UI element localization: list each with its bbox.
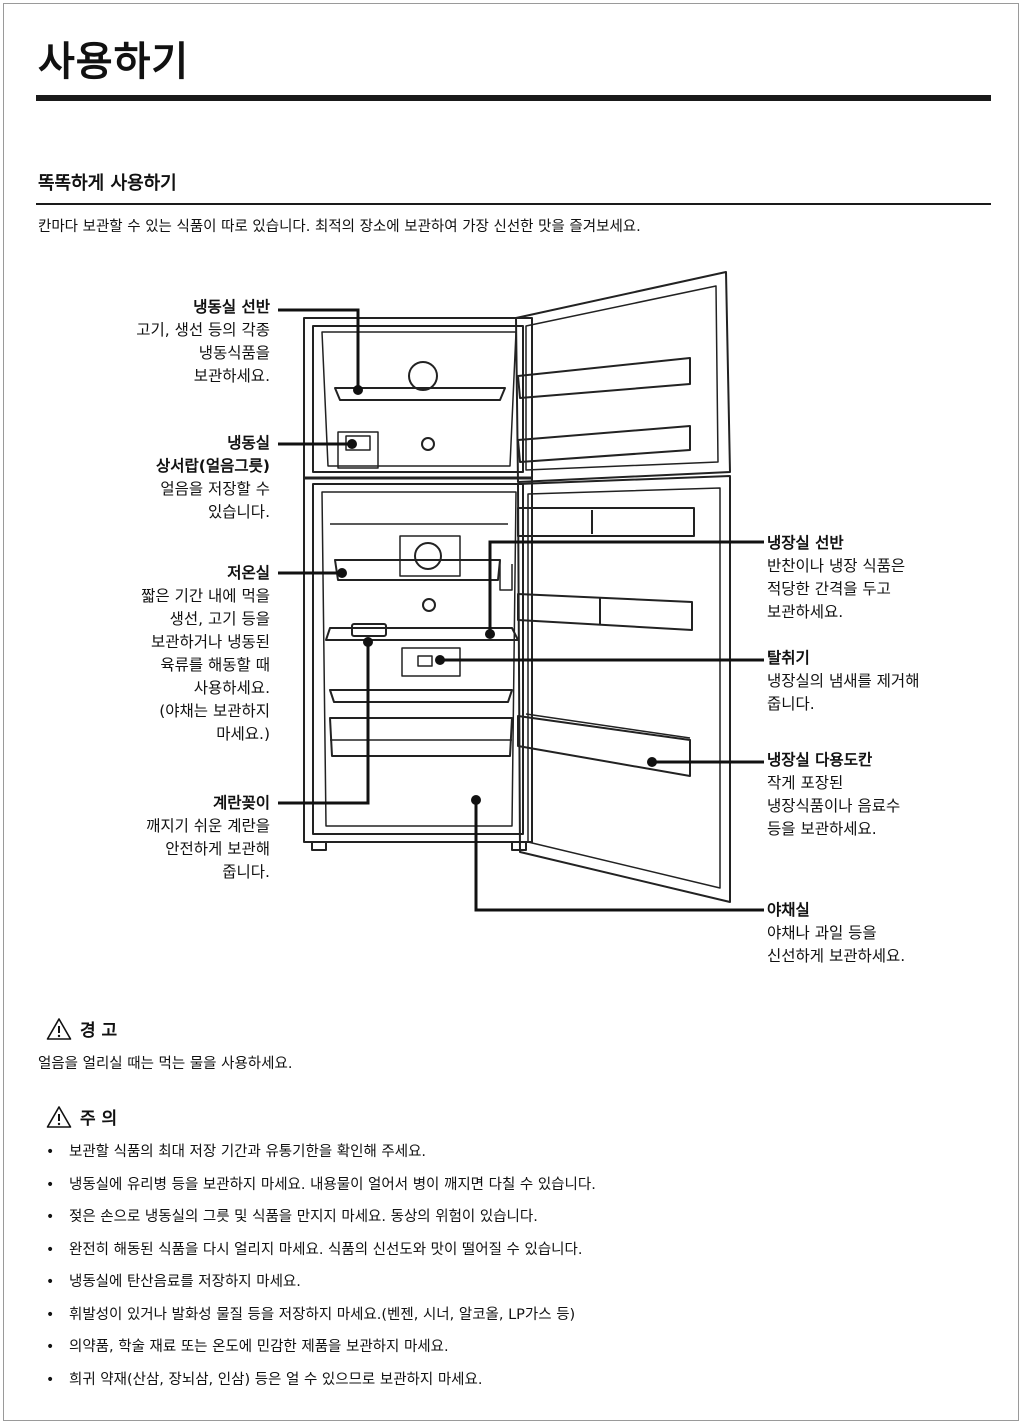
callout-door-bin-desc: 작게 포장된 냉장식품이나 음료수 등을 보관하세요.	[767, 774, 901, 838]
callout-crisper: 야채실 야채나 과일 등을 신선하게 보관하세요.	[767, 899, 905, 968]
caution-heading: 주 의	[46, 1104, 117, 1129]
page-title: 사용하기	[38, 39, 190, 85]
caution-item: 휘발성이 있거나 발화성 물질 등을 저장하지 마세요.(벤젠, 시너, 알코올…	[38, 1304, 978, 1337]
caution-item: 의약품, 학술 재료 또는 온도에 민감한 제품을 보관하지 마세요.	[38, 1336, 978, 1369]
caution-item: 완전히 해동된 식품을 다시 얼리지 마세요. 식품의 신선도와 맛이 떨어질 …	[38, 1239, 978, 1272]
page-frame	[3, 3, 1019, 1421]
callout-freezer-shelf-desc: 고기, 생선 등의 각종 냉동식품을 보관하세요.	[136, 321, 270, 385]
callout-crisper-title: 야채실	[767, 901, 810, 919]
fridge-door-illustration	[517, 475, 731, 903]
caution-item: 보관할 식품의 최대 저장 기간과 유통기한을 확인해 주세요.	[38, 1141, 978, 1174]
callout-door-bin: 냉장실 다용도칸 작게 포장된 냉장식품이나 음료수 등을 보관하세요.	[767, 749, 900, 841]
callout-freezer-drawer-title: 냉동실 상서랍(얼음그릇)	[156, 434, 270, 475]
section-title: 똑똑하게 사용하기	[38, 173, 177, 194]
callout-low-temp-desc: 짧은 기간 내에 먹을 생선, 고기 등을 보관하거나 냉동된 육류를 해동할 …	[141, 587, 270, 743]
callout-fridge-shelf: 냉장실 선반 반찬이나 냉장 식품은 적당한 간격을 두고 보관하세요.	[767, 532, 905, 624]
callout-egg-holder-desc: 깨지기 쉬운 계란을 안전하게 보관해 줍니다.	[146, 817, 270, 881]
callout-freezer-drawer-desc: 얼음을 저장할 수 있습니다.	[160, 480, 270, 521]
callout-low-temp: 저온실 짧은 기간 내에 먹을 생선, 고기 등을 보관하거나 냉동된 육류를 …	[141, 562, 270, 746]
warning-label: 경 고	[80, 1021, 118, 1041]
caution-item: 냉동실에 탄산음료를 저장하지 마세요.	[38, 1271, 978, 1304]
callout-freezer-drawer: 냉동실 상서랍(얼음그릇) 얼음을 저장할 수 있습니다.	[156, 432, 270, 524]
callout-fridge-shelf-desc: 반찬이나 냉장 식품은 적당한 간격을 두고 보관하세요.	[767, 557, 906, 621]
callout-egg-holder-title: 계란꽂이	[212, 794, 270, 812]
refrigerator-diagram	[278, 271, 764, 912]
callout-deodorizer-desc: 냉장실의 냄새를 제거해 줍니다.	[767, 672, 920, 713]
caution-item: 젖은 손으로 냉동실의 그릇 및 식품을 만지지 마세요. 동상의 위험이 있습…	[38, 1206, 978, 1239]
section-divider	[36, 203, 991, 205]
callout-fridge-shelf-title: 냉장실 선반	[767, 534, 844, 552]
title-divider	[36, 95, 991, 101]
callout-deodorizer: 탈취기 냉장실의 냄새를 제거해 줍니다.	[767, 647, 919, 716]
caution-item: 희귀 약재(산삼, 장뇌삼, 인삼) 등은 얼 수 있으므로 보관하지 마세요.	[38, 1369, 978, 1402]
callout-door-bin-title: 냉장실 다용도칸	[767, 751, 873, 769]
caution-label: 주 의	[80, 1109, 118, 1129]
freezer-door-illustration	[515, 271, 731, 483]
leader-crisper	[474, 800, 764, 912]
callout-freezer-shelf: 냉동실 선반 고기, 생선 등의 각종 냉동식품을 보관하세요.	[136, 296, 270, 388]
callout-egg-holder: 계란꽂이 깨지기 쉬운 계란을 안전하게 보관해 줍니다.	[146, 792, 270, 884]
leader-egg-holder	[278, 642, 370, 805]
caution-item: 냉동실에 유리병 등을 보관하지 마세요. 내용물이 얼어서 병이 깨지면 다칠…	[38, 1174, 978, 1207]
leader-freezer-shelf	[278, 308, 360, 390]
callout-crisper-desc: 야채나 과일 등을 신선하게 보관하세요.	[767, 924, 906, 965]
callout-low-temp-title: 저온실	[227, 564, 270, 582]
callout-deodorizer-title: 탈취기	[767, 649, 810, 667]
callout-freezer-shelf-title: 냉동실 선반	[193, 298, 270, 316]
section-intro: 칸마다 보관할 수 있는 식품이 따로 있습니다. 최적의 장소에 보관하여 가…	[38, 219, 641, 235]
caution-list: 보관할 식품의 최대 저장 기간과 유통기한을 확인해 주세요. 냉동실에 유리…	[38, 1141, 978, 1401]
warning-triangle-icon	[46, 1105, 72, 1128]
warning-text: 얼음을 얼리실 때는 먹는 물을 사용하세요.	[38, 1056, 293, 1072]
warning-heading: 경 고	[46, 1016, 117, 1041]
warning-triangle-icon	[46, 1017, 72, 1040]
leader-fridge-shelf	[488, 540, 764, 634]
cabinet-illustration	[303, 317, 533, 851]
